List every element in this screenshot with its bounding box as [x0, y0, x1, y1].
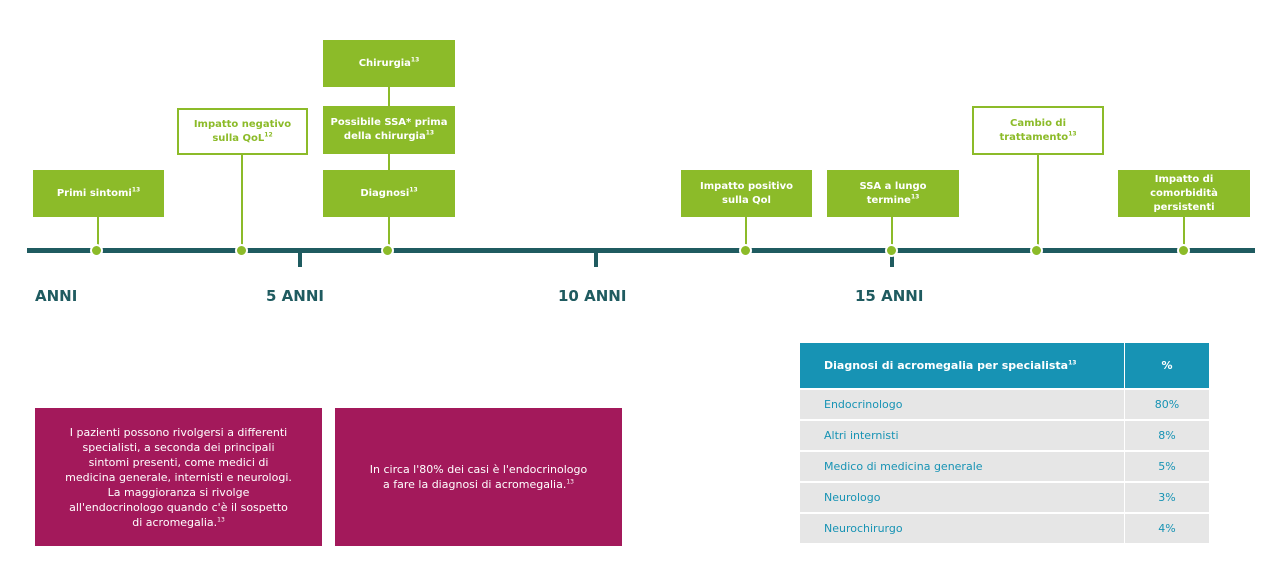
year-label-0: ANNI	[35, 287, 78, 305]
table-row: Medico di medicina generale 5%	[800, 452, 1209, 481]
header-title: Diagnosi di acromegalia per specialista1…	[800, 343, 1124, 388]
year-label-5: 5 ANNI	[266, 287, 324, 305]
timeline-dot	[885, 244, 898, 257]
tick-15	[890, 252, 894, 267]
specialist-name: Endocrinologo	[800, 390, 1124, 419]
year-label-10: 10 ANNI	[558, 287, 627, 305]
tick-10	[594, 252, 598, 267]
timeline-dot	[381, 244, 394, 257]
table-row: Neurologo 3%	[800, 483, 1209, 512]
event-impatto-positivo: Impatto positivo sulla Qol	[681, 170, 812, 217]
specialist-table: Diagnosi di acromegalia per specialista1…	[800, 343, 1209, 545]
stem-comorbidita	[1183, 217, 1185, 247]
stem-impatto-negativo	[241, 155, 243, 247]
stem-primi-sintomi	[97, 217, 99, 247]
event-primi-sintomi: Primi sintomi13	[33, 170, 164, 217]
event-comorbidita: Impatto di comorbidità persistenti	[1118, 170, 1250, 217]
timeline-dot	[1030, 244, 1043, 257]
table-header: Diagnosi di acromegalia per specialista1…	[800, 343, 1209, 388]
specialist-pct: 80%	[1125, 390, 1209, 419]
specialist-pct: 8%	[1125, 421, 1209, 450]
timeline-dot	[235, 244, 248, 257]
event-cambio-trattamento: Cambio di trattamento13	[972, 106, 1104, 155]
stem-ssa-lungo	[891, 217, 893, 247]
specialist-pct: 3%	[1125, 483, 1209, 512]
table-row: Neurochirurgo 4%	[800, 514, 1209, 543]
specialist-name: Medico di medicina generale	[800, 452, 1124, 481]
header-pct: %	[1125, 343, 1209, 388]
note-endocrinologo: In circa l'80% dei casi è l'endocrinolog…	[335, 408, 622, 546]
specialist-pct: 4%	[1125, 514, 1209, 543]
table-row: Endocrinologo 80%	[800, 390, 1209, 419]
event-ssa-lungo-termine: SSA a lungo termine13	[827, 170, 959, 217]
note-specialisti: I pazienti possono rivolgersi a differen…	[35, 408, 322, 546]
timeline-dot	[90, 244, 103, 257]
specialist-name: Neurochirurgo	[800, 514, 1124, 543]
stem-cambio	[1037, 155, 1039, 247]
year-label-15: 15 ANNI	[855, 287, 924, 305]
event-chirurgia: Chirurgia13	[323, 40, 455, 87]
event-diagnosi: Diagnosi13	[323, 170, 455, 217]
stem-impatto-positivo	[745, 217, 747, 247]
stem-diagnosi	[388, 86, 390, 247]
event-impatto-negativo: Impatto negativo sulla QoL12	[177, 108, 308, 155]
specialist-name: Neurologo	[800, 483, 1124, 512]
event-possibile-ssa: Possibile SSA* prima della chirurgia13	[323, 106, 455, 154]
timeline-dot	[739, 244, 752, 257]
specialist-pct: 5%	[1125, 452, 1209, 481]
tick-5	[298, 252, 302, 267]
specialist-name: Altri internisti	[800, 421, 1124, 450]
timeline-dot	[1177, 244, 1190, 257]
timeline-axis	[27, 248, 1255, 253]
table-row: Altri internisti 8%	[800, 421, 1209, 450]
